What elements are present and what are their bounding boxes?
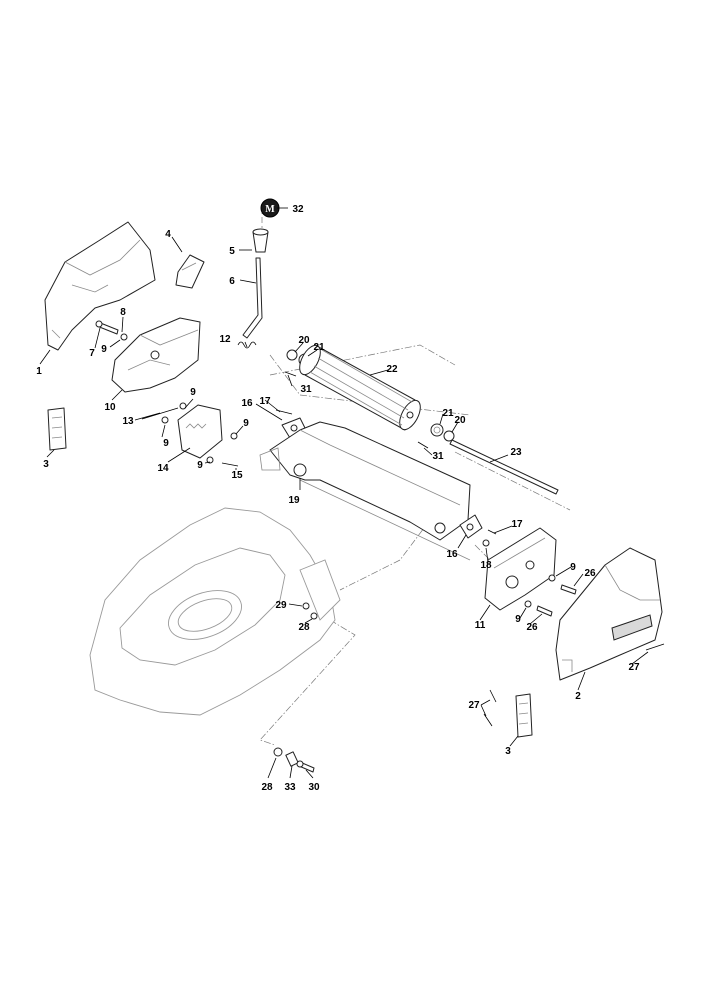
part-20-bush-left <box>286 349 298 361</box>
part-23-axle <box>449 439 559 495</box>
part-9-washers-center <box>161 402 239 467</box>
callout-26-lower: 26 <box>526 622 538 633</box>
callout-20-left: 20 <box>298 335 310 346</box>
callout-21-right: 21 <box>442 408 454 419</box>
callout-3-right: 3 <box>505 746 511 757</box>
part-33-spacer <box>285 751 299 767</box>
callout-4: 4 <box>165 229 171 240</box>
part-5-knob <box>252 228 269 253</box>
callout-8: 8 <box>120 307 126 318</box>
callout-6: 6 <box>229 276 235 287</box>
part-3-clip-right <box>515 693 533 738</box>
callout-30: 30 <box>308 782 320 793</box>
part-12-spring <box>237 341 257 349</box>
part-28-washer-upper <box>310 612 318 620</box>
callout-16-lower: 16 <box>446 549 458 560</box>
part-1-left-cover <box>44 221 156 351</box>
callout-28-lower: 28 <box>261 782 273 793</box>
part-16-bearing-right <box>459 514 483 539</box>
callout-15: 15 <box>231 470 243 481</box>
callout-9-f: 9 <box>570 562 576 573</box>
part-22-roller <box>299 344 421 431</box>
part-4-slider <box>175 254 205 289</box>
callout-28-upper: 28 <box>298 622 310 633</box>
part-2-right-cover <box>555 547 663 681</box>
callout-18: 18 <box>480 560 492 571</box>
leader-lines <box>39 207 649 779</box>
callout-9-e: 9 <box>243 418 249 429</box>
callout-3-left: 3 <box>43 459 49 470</box>
part-31-pin-left <box>284 371 297 377</box>
callout-14: 14 <box>157 463 169 474</box>
callout-31-right: 31 <box>432 451 444 462</box>
callout-23: 23 <box>510 447 522 458</box>
part-31-pin-right <box>417 441 429 449</box>
callout-9-b: 9 <box>190 387 196 398</box>
part-3-clip-left <box>47 407 67 451</box>
callout-17-lower: 17 <box>511 519 523 530</box>
callout-13: 13 <box>122 416 134 427</box>
part-21-gear-right <box>430 423 444 437</box>
part-32-grease-marker: M <box>260 198 280 218</box>
callout-32: 32 <box>292 204 304 215</box>
assembly-lines <box>259 208 571 746</box>
callout-33: 33 <box>284 782 296 793</box>
part-6-rod <box>242 257 263 339</box>
callout-12: 12 <box>219 334 231 345</box>
part-17-screw-right <box>487 529 497 535</box>
part-14-latch-plate <box>177 404 223 459</box>
callout-29: 29 <box>275 600 287 611</box>
callout-26-upper: 26 <box>584 568 596 579</box>
part-20-bush-right <box>443 430 455 442</box>
callout-22: 22 <box>386 364 398 375</box>
callout-9-a: 9 <box>101 344 107 355</box>
callout-labels: 1 2 3 3 4 5 6 7 8 9 9 9 9 9 9 9 10 11 12… <box>36 204 640 793</box>
callout-9-g: 9 <box>515 614 521 625</box>
part-7-bolt <box>95 320 119 335</box>
part-19-roller-frame <box>259 421 471 561</box>
callout-19: 19 <box>288 495 300 506</box>
callout-10: 10 <box>104 402 116 413</box>
part-27-pin-right <box>645 643 665 651</box>
callout-27-right: 27 <box>628 662 640 673</box>
part-26-bolts <box>536 584 577 617</box>
callout-9-d: 9 <box>197 460 203 471</box>
mower-deck <box>89 507 341 716</box>
callout-31-left: 31 <box>300 384 312 395</box>
part-9-washer-a <box>120 333 128 341</box>
part-10-housing <box>111 317 201 393</box>
callout-11: 11 <box>475 620 486 631</box>
callout-16-upper: 16 <box>241 398 253 409</box>
marker-letter: M <box>265 204 275 215</box>
callout-17-upper: 17 <box>259 396 271 407</box>
callout-5: 5 <box>229 246 235 257</box>
part-30-bolt <box>296 760 315 773</box>
callout-27-lower: 27 <box>468 700 480 711</box>
part-29-washer <box>302 602 310 610</box>
callout-2: 2 <box>575 691 581 702</box>
callout-9-c: 9 <box>163 438 169 449</box>
part-9-washers-right <box>524 574 556 608</box>
part-28-washer-lower <box>273 747 283 757</box>
callout-1: 1 <box>36 366 42 377</box>
callout-7: 7 <box>89 348 95 359</box>
part-27-pins-lower <box>483 689 497 727</box>
part-18-nut <box>482 539 490 547</box>
callout-20-right: 20 <box>454 415 466 426</box>
part-11-side-plate <box>484 527 557 611</box>
callout-21-left: 21 <box>313 342 325 353</box>
